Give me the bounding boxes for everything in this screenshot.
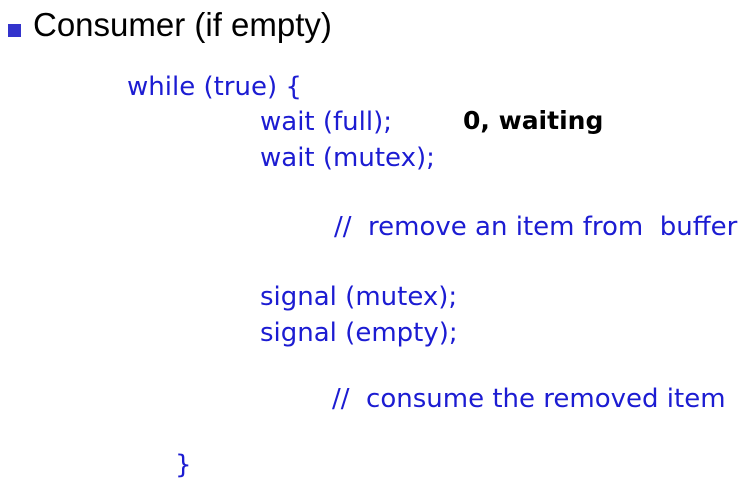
code-comment-remove-item: // remove an item from buffer: [334, 212, 738, 242]
slide-title: Consumer (if empty): [33, 6, 332, 43]
code-line-wait-mutex: wait (mutex);: [260, 143, 435, 173]
code-comment-consume-item: // consume the removed item: [332, 384, 726, 414]
code-line-signal-empty: signal (empty);: [260, 318, 458, 348]
code-line-close-brace: }: [175, 450, 192, 480]
bullet-square-icon: [8, 24, 21, 37]
code-line-while-open: while (true) {: [127, 72, 302, 102]
code-line-wait-full: wait (full);: [260, 107, 393, 137]
semaphore-value-annotation: 0, waiting: [463, 106, 604, 135]
code-line-signal-mutex: signal (mutex);: [260, 282, 458, 312]
